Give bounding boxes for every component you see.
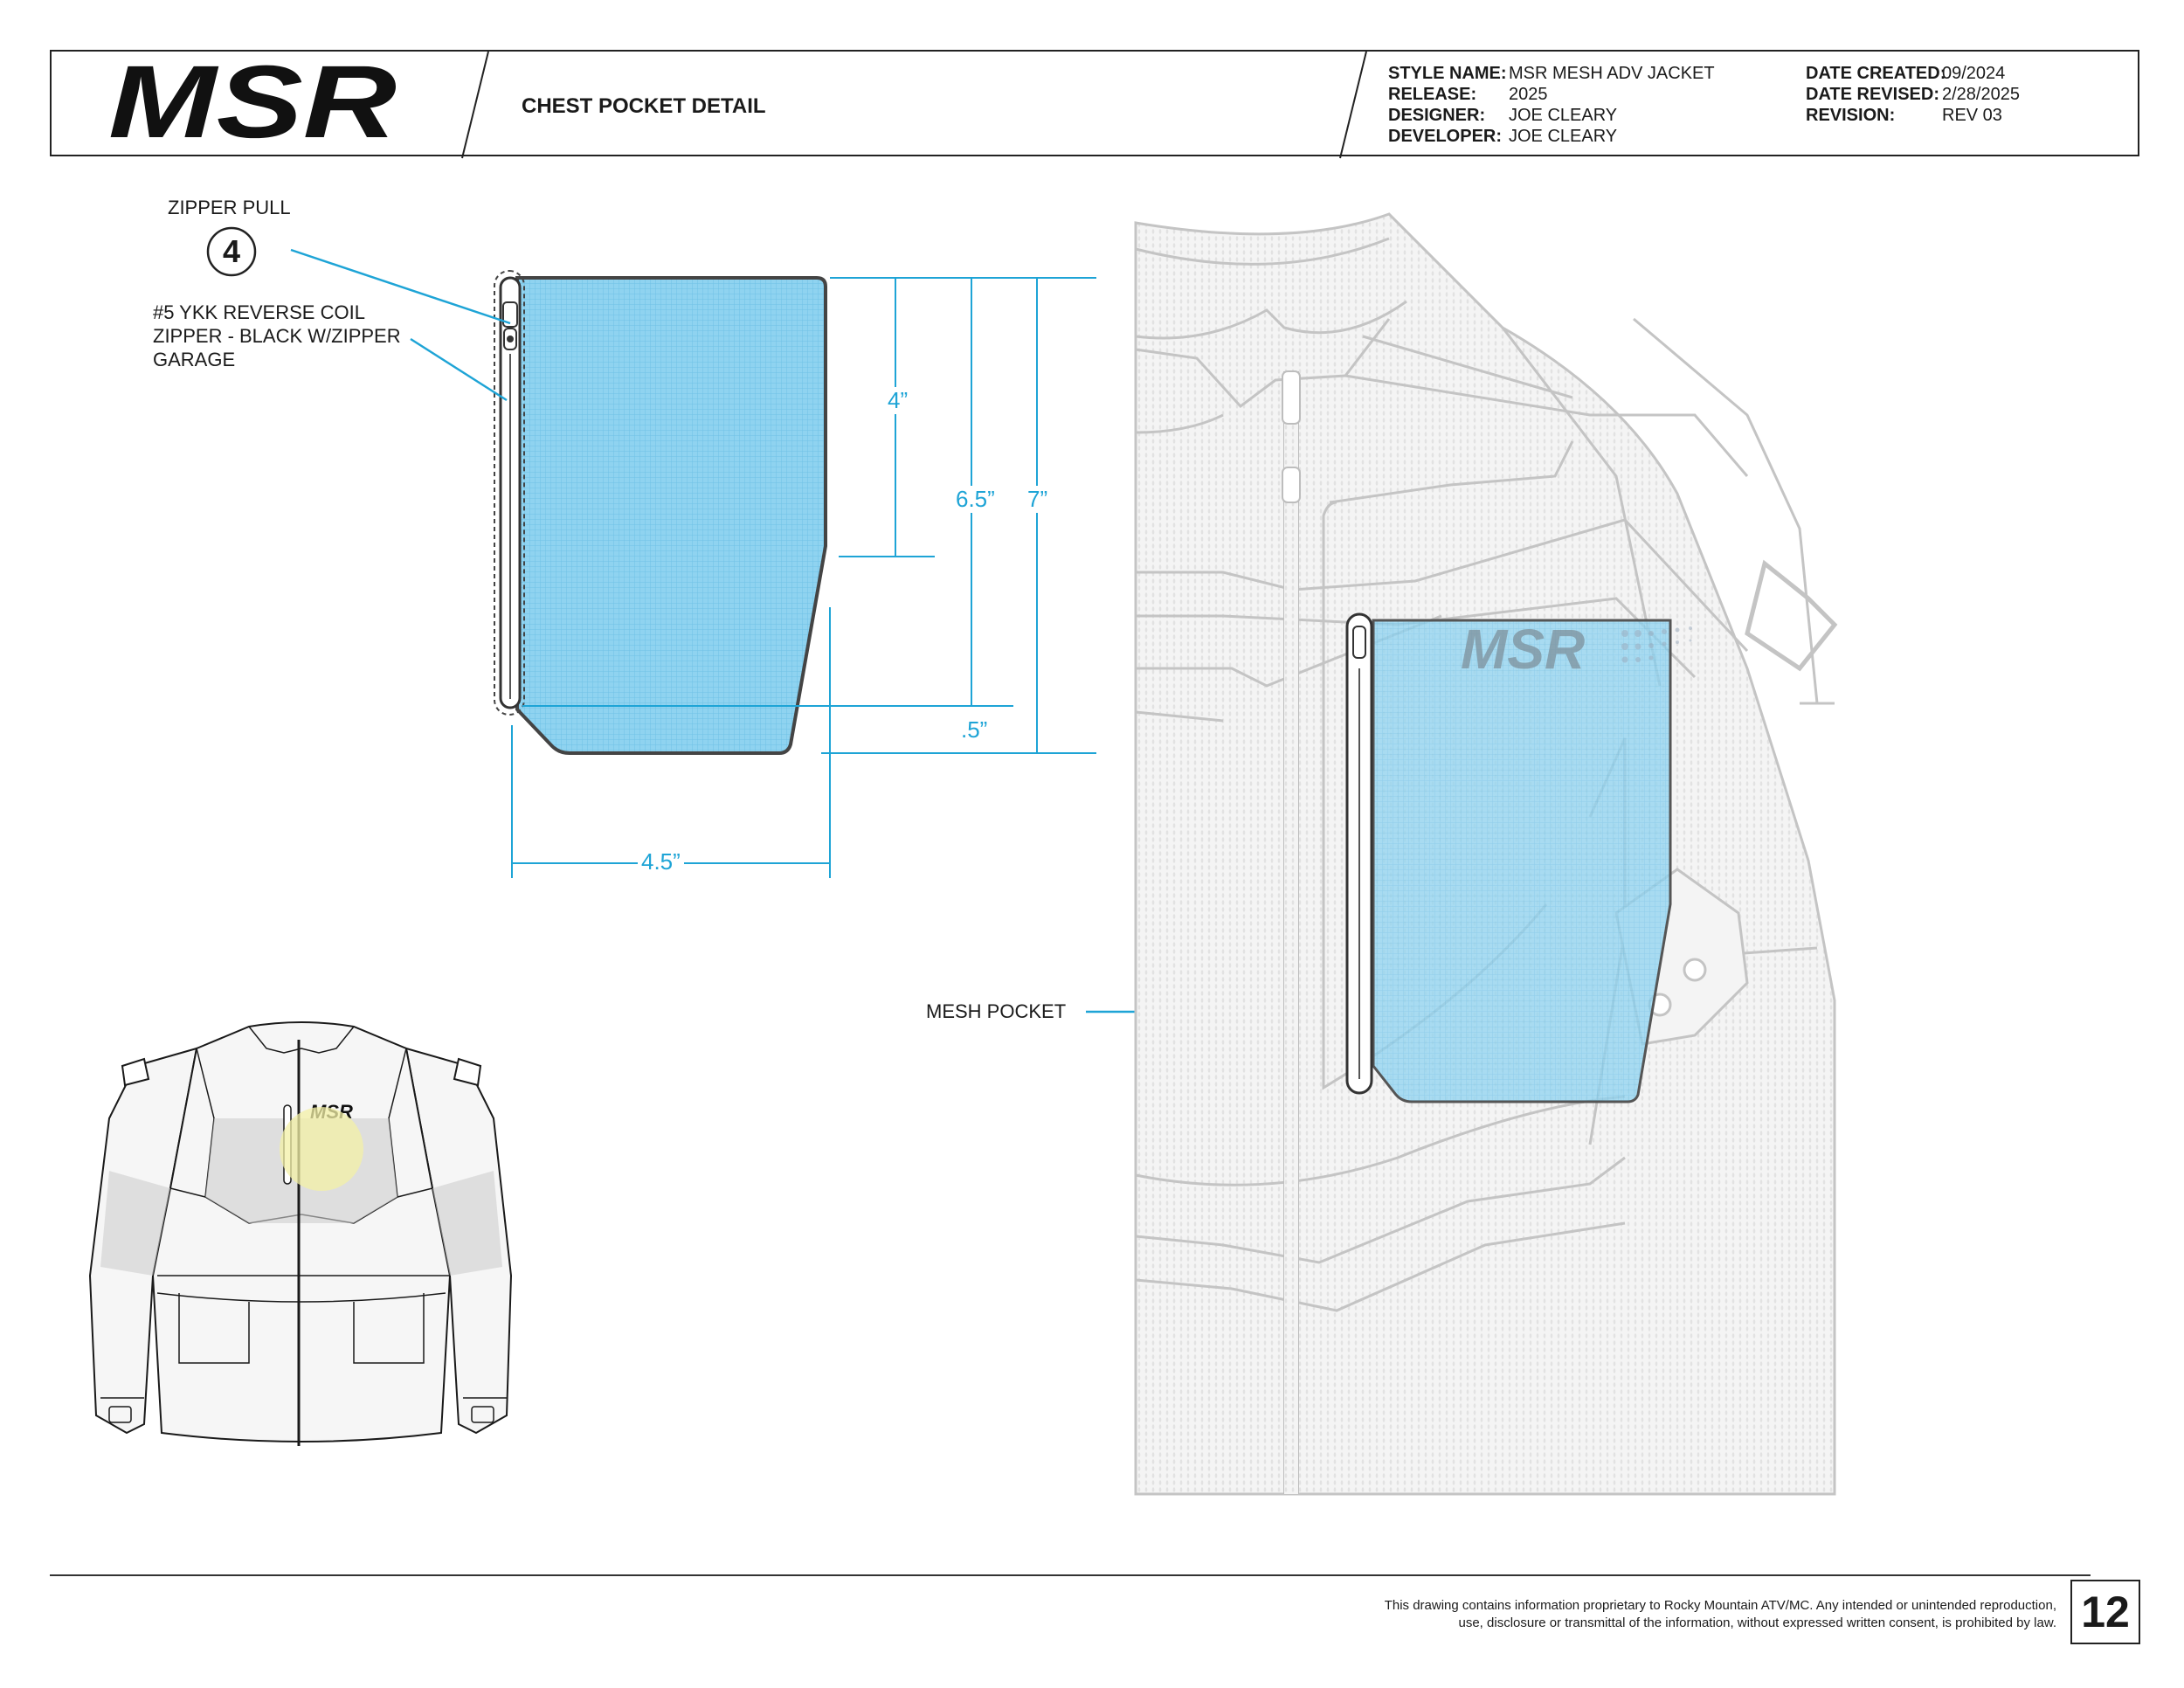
developer-value: JOE CLEARY — [1509, 127, 1618, 146]
designer-value: JOE CLEARY — [1509, 106, 1618, 125]
revision-value: REV 03 — [1942, 106, 2002, 125]
zipper-spec-line2: ZIPPER - BLACK W/ZIPPER — [153, 325, 401, 347]
dim-height-total: 7” — [1024, 486, 1052, 513]
dim-height-side: 6.5” — [952, 486, 999, 513]
zipper-spec-line3: GARAGE — [153, 349, 236, 370]
date-created-label: DATE CREATED: — [1806, 64, 1946, 83]
zipper-pull-label: ZIPPER PULL — [168, 197, 291, 218]
dim-height-upper: 4” — [884, 387, 912, 414]
disclaimer-line1: This drawing contains information propri… — [1384, 1598, 2056, 1613]
zipper-pull-number: 4 — [222, 233, 241, 269]
pocket-overlay — [1372, 619, 1672, 1103]
full-jacket-thumbnail: MSR — [88, 1021, 513, 1446]
developer-label: DEVELOPER: — [1388, 127, 1503, 146]
disclaimer-line2: use, disclosure or transmittal of the in… — [1458, 1615, 2057, 1630]
proprietary-disclaimer: This drawing contains information propri… — [1385, 1597, 2056, 1632]
zipper-pull-number-circle — [206, 226, 257, 277]
date-created-value: 09/2024 — [1942, 64, 2006, 83]
date-revised-label: DATE REVISED: — [1806, 85, 1939, 104]
release-label: RELEASE: — [1388, 85, 1477, 104]
jacket-closeup: MSR — [1134, 212, 1838, 1496]
dim-corner-offset: .5” — [957, 716, 992, 744]
title-dividers — [461, 51, 1367, 159]
pocket-location-highlight — [280, 1107, 363, 1191]
zipper-spec-line1: #5 YKK REVERSE COIL — [153, 301, 365, 323]
sheet-title: CHEST POCKET DETAIL — [522, 94, 766, 118]
zipper-garage — [494, 270, 525, 716]
date-revised-value: 2/28/2025 — [1942, 85, 2020, 104]
zipper-pull-graphic — [502, 301, 518, 350]
designer-label: DESIGNER: — [1388, 106, 1486, 125]
style-name-label: STYLE NAME: — [1388, 64, 1507, 83]
chest-logo: MSR — [1461, 618, 1585, 681]
footer-rule — [50, 1574, 2091, 1576]
msr-logo: MSR — [108, 45, 397, 160]
revision-label: REVISION: — [1806, 106, 1896, 125]
mesh-pocket-label: MESH POCKET — [926, 1000, 1067, 1022]
pocket-panel — [515, 276, 827, 755]
style-name-value: MSR MESH ADV JACKET — [1509, 64, 1715, 83]
release-value: 2025 — [1509, 85, 1548, 104]
title-block: MSR — [50, 45, 2139, 160]
page-number: 12 — [2070, 1580, 2140, 1644]
logo-text: MSR — [108, 45, 397, 160]
dim-width: 4.5” — [638, 848, 684, 875]
